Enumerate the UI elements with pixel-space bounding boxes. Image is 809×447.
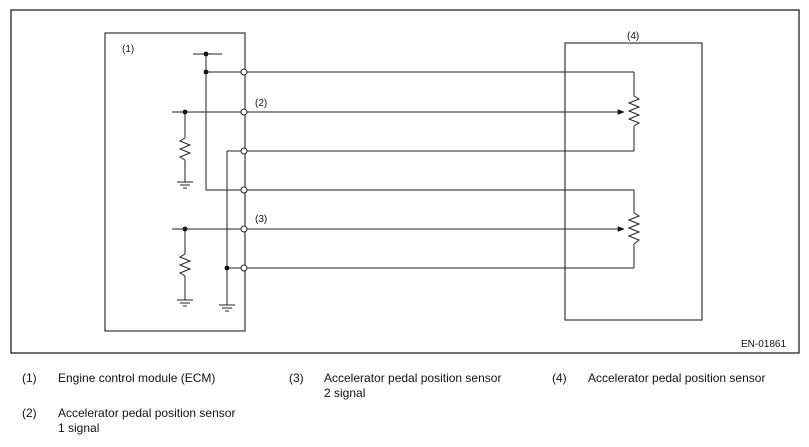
figure-code: EN-01861 — [741, 339, 786, 350]
ground-symbol-2 — [177, 299, 193, 307]
legend-text: Accelerator pedal position sensor — [588, 371, 766, 385]
diagram-frame — [10, 9, 800, 354]
ecm-terminals — [240, 68, 248, 272]
legend-text: Accelerator pedal position sensor — [324, 371, 502, 385]
ecm-label: (1) — [122, 44, 134, 55]
ecm-box — [104, 32, 246, 332]
legend-text: Engine control module (ECM) — [58, 371, 216, 385]
sensor-label: (4) — [627, 31, 639, 42]
sensor-box — [564, 42, 703, 321]
ground-symbol-1 — [177, 181, 193, 189]
signal1-label: (2) — [255, 98, 267, 109]
legend-number: (1) — [22, 371, 37, 385]
ground-symbol-3 — [219, 304, 235, 312]
legend-number: (4) — [552, 371, 567, 385]
legend-text-line-2: 1 signal — [58, 421, 100, 435]
legend-text: Accelerator pedal position sensor — [58, 406, 236, 420]
legend-number: (2) — [22, 406, 37, 420]
signal2-label: (3) — [255, 214, 267, 225]
junction-dots — [182, 51, 230, 271]
legend-number: (3) — [289, 371, 304, 385]
legend-text-line-2: 2 signal — [324, 386, 366, 400]
